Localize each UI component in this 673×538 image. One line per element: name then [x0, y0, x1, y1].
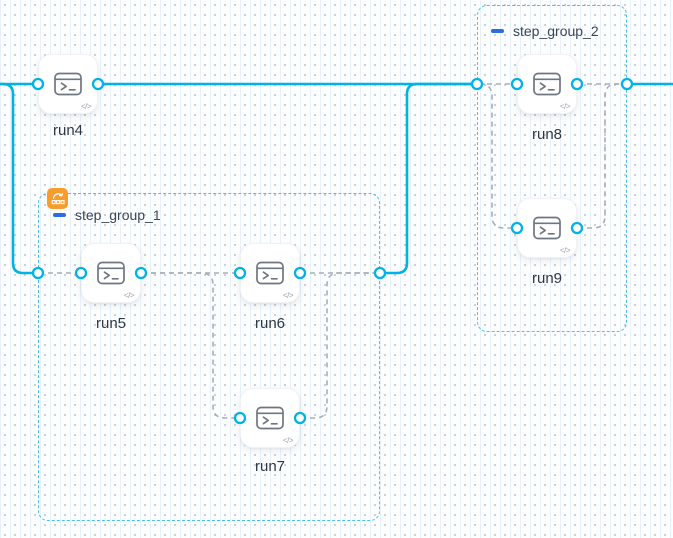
edge-group2-in-to-run9[interactable]: [479, 83, 516, 229]
terminal-icon: [256, 406, 284, 430]
port-run4-out[interactable]: [91, 77, 105, 91]
edge-canvas-left-to-step-group-1[interactable]: [0, 82, 39, 275]
code-icon: </>: [559, 246, 571, 255]
matrix-loop-icon: [47, 188, 68, 209]
collapse-minus-icon[interactable]: [491, 29, 504, 33]
port-run6-in[interactable]: [233, 266, 247, 280]
port-run6-out[interactable]: [293, 266, 307, 280]
code-icon: </>: [282, 291, 294, 300]
terminal-icon: [54, 72, 82, 96]
port-step-group-1-out[interactable]: [373, 266, 387, 280]
port-run8-in[interactable]: [510, 77, 524, 91]
node-label-run4: run4: [52, 122, 84, 139]
node-label-run6: run6: [254, 315, 286, 332]
edge-run9-to-group2-out[interactable]: [578, 83, 626, 229]
port-run5-in[interactable]: [74, 266, 88, 280]
port-step-group-1-in[interactable]: [31, 266, 45, 280]
group-step-group-2[interactable]: step_group_2: [477, 5, 627, 332]
group-label: step_group_2: [513, 23, 599, 39]
collapse-minus-icon[interactable]: [53, 213, 66, 217]
terminal-icon: [256, 261, 284, 285]
code-icon: </>: [559, 102, 571, 111]
node-label-run5: run5: [95, 315, 127, 332]
edge-run5-to-run7[interactable]: [142, 272, 239, 419]
node-label-run8: run8: [531, 126, 563, 143]
code-icon: </>: [80, 102, 92, 111]
terminal-icon: [533, 216, 561, 240]
node-run7[interactable]: </>: [240, 388, 300, 448]
node-label-run9: run9: [531, 270, 563, 287]
code-icon: </>: [282, 436, 294, 445]
port-run9-in[interactable]: [510, 221, 524, 235]
port-step-group-2-out[interactable]: [620, 77, 634, 91]
terminal-icon: [533, 72, 561, 96]
code-icon: </>: [123, 291, 135, 300]
terminal-icon: [97, 261, 125, 285]
edge-step-group-1-to-step-group-2[interactable]: [379, 82, 478, 275]
group-step-group-1[interactable]: step_group_1: [38, 188, 380, 521]
node-run6[interactable]: </>: [240, 243, 300, 303]
port-run7-in[interactable]: [233, 411, 247, 425]
edge-run7-to-group1-out[interactable]: [301, 272, 379, 419]
port-run9-out[interactable]: [570, 221, 584, 235]
port-run4-in[interactable]: [31, 77, 45, 91]
node-label-run7: run7: [254, 458, 286, 475]
port-run5-out[interactable]: [134, 266, 148, 280]
node-run9[interactable]: </>: [517, 198, 577, 258]
port-run7-out[interactable]: [293, 411, 307, 425]
port-run8-out[interactable]: [570, 77, 584, 91]
node-run4[interactable]: </>: [38, 54, 98, 114]
port-step-group-2-in[interactable]: [470, 77, 484, 91]
group-label: step_group_1: [75, 207, 161, 223]
node-run8[interactable]: </>: [517, 54, 577, 114]
